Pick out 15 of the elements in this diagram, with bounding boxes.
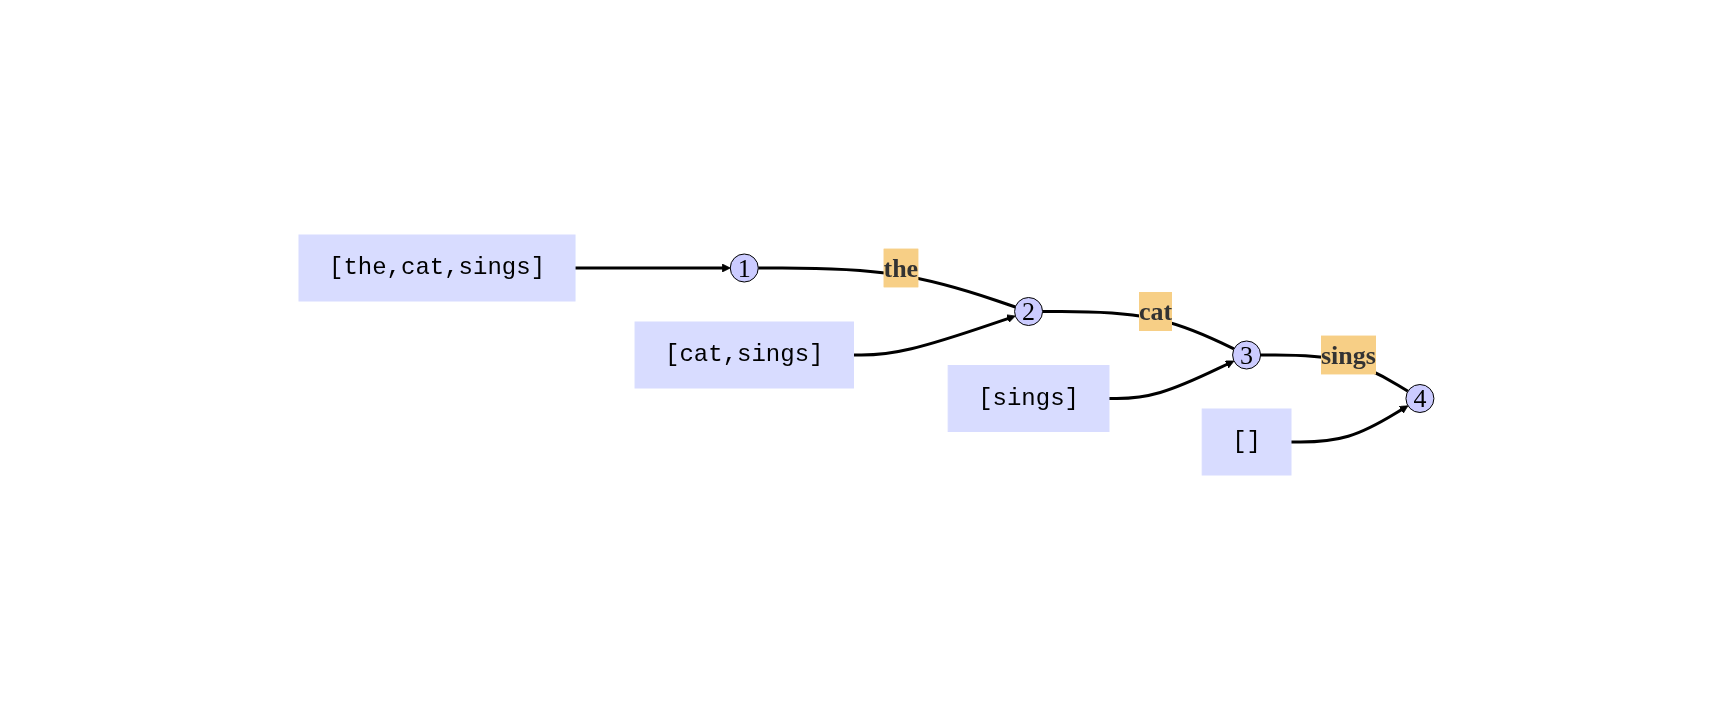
node-box: [sings] <box>947 364 1109 432</box>
arrow <box>1290 404 1408 443</box>
node-box: [cat,sings] <box>634 321 854 388</box>
arrow <box>853 313 1016 356</box>
node-circle: 4 <box>1404 383 1434 413</box>
edge-label: cat <box>1138 296 1172 326</box>
node-box: [] <box>1201 408 1292 475</box>
node-box: [the,cat,sings] <box>298 234 576 301</box>
node-circle: 3 <box>1231 340 1261 369</box>
arrow <box>1108 360 1234 400</box>
node-circle: 2 <box>1013 296 1043 326</box>
node-circle: 1 <box>729 253 759 282</box>
edge-label: the <box>883 253 918 282</box>
edge-label: sings <box>1320 340 1376 369</box>
arrow <box>574 263 731 272</box>
